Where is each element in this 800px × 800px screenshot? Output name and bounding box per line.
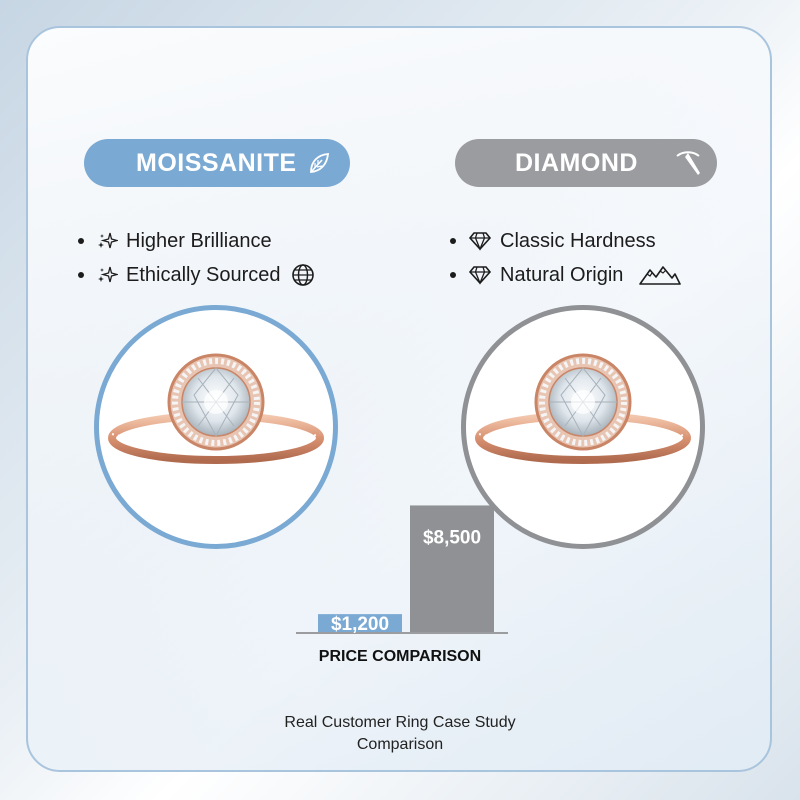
bar-moissanite [318,614,402,632]
diamond-ring-image [461,305,705,549]
feature-text: Ethically Sourced [126,263,281,286]
caption-line-1: Real Customer Ring Case Study [284,714,516,731]
globe-icon [291,263,315,287]
bullet-dot [78,272,84,278]
list-item: Ethically Sourced [78,258,315,292]
bullet-dot [450,238,456,244]
data-label-diamond: $8,500 [423,527,481,548]
data-label-moissanite: $1,200 [331,614,389,635]
chart-title: PRICE COMPARISON [318,648,482,665]
sparkle-icon [96,265,118,285]
diamond-label: DIAMOND [515,148,638,177]
diamond-feature-list: Classic Hardness Natural Origin [450,224,682,292]
moissanite-ring-image [94,305,338,549]
list-item: Classic Hardness [450,224,681,258]
feature-text: Higher Brilliance [126,229,272,252]
list-item: Natural Origin [450,258,682,292]
feature-text: Classic Hardness [500,229,656,252]
moissanite-label: MOISSANITE [136,148,297,177]
moissanite-label-pill: MOISSANITE [84,139,350,187]
price-comparison-chart: $1,200 $8,500 [296,505,508,635]
moissanite-feature-list: Higher Brilliance Ethically Sourced [78,224,315,292]
mountain-icon [639,264,682,286]
diamond-label-pill: DIAMOND [455,139,717,187]
leaf-icon [306,150,332,183]
feature-text: Natural Origin [500,263,624,286]
case-study-caption: Real Customer Ring Case Study Comparison [200,712,600,756]
list-item: Higher Brilliance [78,224,315,258]
caption-line-2: Comparison [356,736,444,753]
diamond-icon [468,231,492,251]
pickaxe-icon [673,148,703,185]
bar-diamond [410,505,494,632]
sparkle-icon [96,231,118,251]
diamond-icon [468,265,492,285]
bullet-dot [450,272,456,278]
bullet-dot [78,238,84,244]
